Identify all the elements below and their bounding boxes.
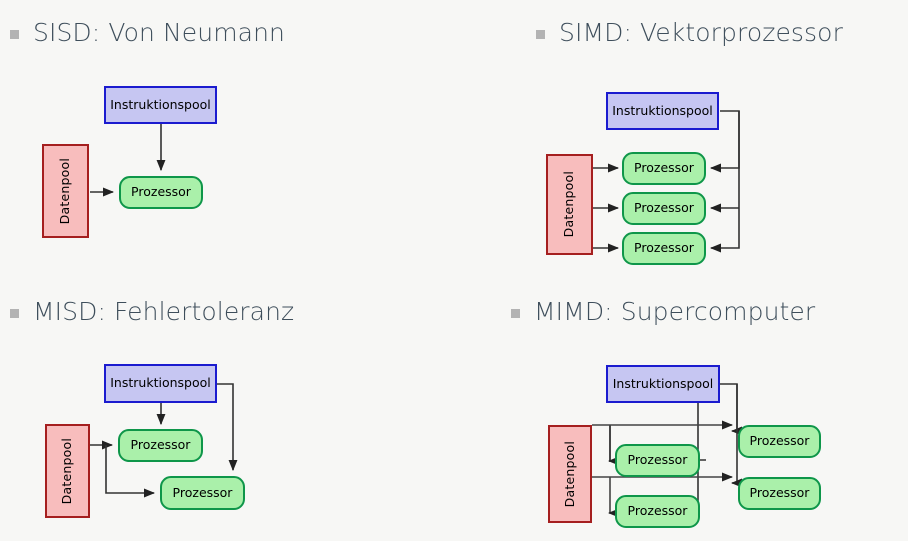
node-label: Prozessor — [627, 503, 688, 519]
node-label: Prozessor — [634, 240, 694, 256]
node-processor-3: Prozessor — [738, 425, 821, 458]
arrow-instr-to-proc-3 — [709, 111, 740, 253]
diagram-sisd: Instruktionspool Datenpool Prozessor — [0, 0, 454, 285]
node-data-pool: Datenpool — [42, 144, 89, 238]
quadrant-mimd: MIMD: Supercomputer — [454, 285, 908, 541]
node-data-pool: Datenpool — [546, 154, 593, 255]
heading-simd: SIMD: Vektorprozessor — [536, 20, 843, 45]
node-label: Datenpool — [561, 171, 577, 238]
arrow-instr-to-proc-right-1 — [720, 383, 743, 436]
node-processor-2: Prozessor — [615, 495, 700, 528]
node-instruction-pool: Instruktionspool — [104, 364, 217, 403]
node-processor-1: Prozessor — [119, 176, 203, 209]
node-label: Prozessor — [131, 184, 191, 200]
node-label: Datenpool — [59, 437, 75, 505]
connectors-sisd — [90, 124, 166, 197]
bullet-square-icon — [10, 309, 19, 318]
connectors-misd — [89, 383, 238, 498]
heading-misd-label: MISD: Fehlertoleranz — [33, 297, 295, 326]
node-processor-3: Prozessor — [622, 232, 706, 265]
arrow-data-to-proc-inner-2 — [607, 477, 620, 518]
heading-mimd: MIMD: Supercomputer — [511, 299, 815, 324]
node-processor-4: Prozessor — [738, 477, 821, 510]
node-instruction-pool: Instruktionspool — [606, 92, 719, 130]
heading-simd-label: SIMD: Vektorprozessor — [559, 18, 843, 47]
quadrant-misd: MISD: Fehlertoleranz Instruktionsp — [0, 285, 454, 541]
heading-sisd-label: SISD: Von Neumann — [33, 18, 285, 47]
node-label: Prozessor — [749, 485, 810, 501]
bullet-square-icon — [536, 30, 545, 39]
node-label: Instruktionspool — [612, 375, 714, 391]
node-data-pool: Datenpool — [548, 425, 592, 523]
node-processor-1: Prozessor — [118, 429, 203, 462]
arrow-instr-to-proc-2 — [216, 383, 238, 472]
arrow-data-to-proc-2 — [105, 445, 156, 498]
node-instruction-pool: Instruktionspool — [104, 86, 217, 124]
node-processor-1: Prozessor — [615, 444, 700, 477]
arrow-instr-to-proc-right-2 — [730, 384, 743, 488]
node-label: Instruktionspool — [110, 375, 211, 391]
diagram-mimd: Instruktionspool Datenpool Prozessor Pro… — [454, 285, 908, 541]
quadrant-sisd: SISD: Von Neumann Instruktionspool Daten… — [0, 0, 454, 285]
node-label: Prozessor — [130, 437, 191, 453]
node-label: Prozessor — [749, 433, 810, 449]
node-label: Prozessor — [627, 452, 688, 468]
quadrant-simd: SIMD: Vektorprozessor Instruktions — [454, 0, 908, 285]
node-label: Prozessor — [634, 160, 694, 176]
node-processor-2: Prozessor — [622, 192, 706, 225]
node-label: Datenpool — [561, 440, 577, 508]
node-label: Instruktionspool — [110, 96, 211, 112]
heading-misd: MISD: Fehlertoleranz — [10, 299, 294, 324]
diagram-misd: Instruktionspool Datenpool Prozessor Pro… — [0, 285, 454, 541]
node-processor-1: Prozessor — [622, 152, 706, 185]
node-label: Prozessor — [634, 200, 694, 216]
connectors-simd — [592, 110, 740, 253]
bullet-square-icon — [10, 30, 19, 39]
node-label: Instruktionspool — [612, 102, 713, 118]
bullet-square-icon — [511, 309, 520, 318]
heading-mimd-label: MIMD: Supercomputer — [534, 297, 816, 326]
diagram-simd: Instruktionspool Datenpool Prozessor Pro… — [454, 0, 908, 285]
node-label: Prozessor — [172, 484, 233, 500]
node-label: Datenpool — [57, 157, 73, 225]
node-processor-2: Prozessor — [160, 476, 245, 510]
node-instruction-pool: Instruktionspool — [606, 365, 720, 403]
node-data-pool: Datenpool — [45, 424, 90, 518]
heading-sisd: SISD: Von Neumann — [10, 20, 285, 45]
